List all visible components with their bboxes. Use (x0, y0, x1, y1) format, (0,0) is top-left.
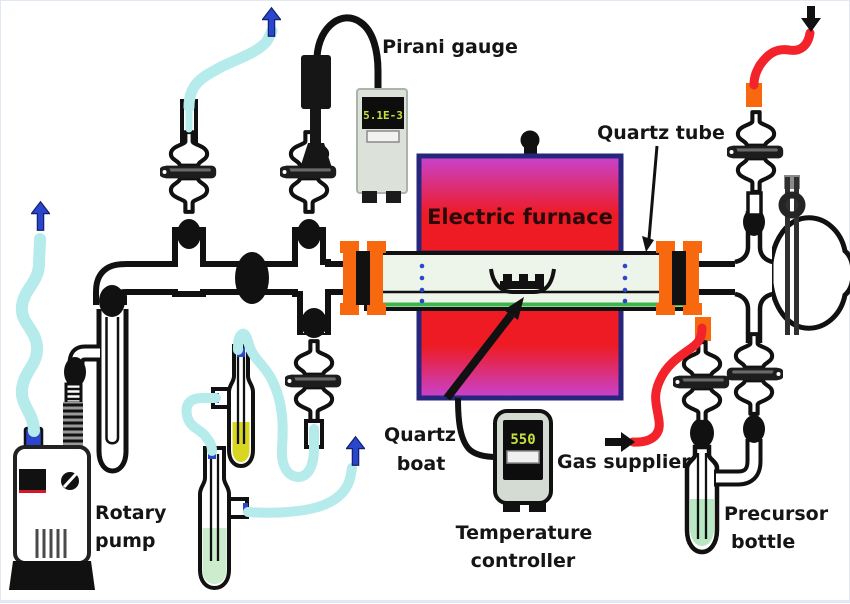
quartz-tube (364, 251, 693, 311)
pirani-gauge: 5.1E-3 (356, 88, 408, 203)
label-temperature-controller: Temperature (456, 522, 593, 544)
stopcock-valve-5 (727, 334, 785, 414)
label-gas-supplier: Gas supplier (557, 451, 691, 473)
label-rotary-pump: Rotary (95, 502, 167, 524)
bubbler-bottle-yellow (211, 344, 255, 469)
sensor-cable (313, 14, 382, 93)
label-precursor-bottle: Precursor (724, 503, 829, 525)
bellows-hose (63, 402, 83, 447)
pump-vents (35, 529, 67, 558)
stopcock-valve-2 (279, 132, 337, 212)
gas-line-connector (746, 83, 762, 107)
temperature-readout: 550 (510, 432, 535, 448)
main-isolation-valve (235, 252, 269, 304)
gas-inlet-line (749, 28, 815, 90)
ball-joint (64, 357, 86, 387)
gas-feed-arrow-right-icon (605, 432, 635, 452)
gas-inlet-arrow-down-icon (801, 6, 821, 32)
end-chamber-bulb (734, 175, 850, 345)
vent-arrow-up-icon (31, 201, 50, 231)
electric-furnace: Electric furnace (416, 130, 624, 401)
label-quartz-tube: Quartz tube (597, 122, 725, 144)
label-temperature-controller: controller (471, 550, 576, 572)
label-pirani-gauge: Pirani gauge (382, 36, 518, 58)
vent-arrow-up-icon (262, 7, 281, 37)
quartz-boat (489, 268, 556, 294)
clamp-rod-icon (778, 175, 806, 335)
ball-joints (99, 208, 765, 448)
bubbler-bottle-green (198, 446, 249, 591)
label-quartz-boat: Quartz (384, 424, 456, 446)
yellow-to-green-bottle-hose (181, 393, 221, 456)
temperature-controller: 550 (493, 409, 553, 512)
pirani-pressure-readout: 5.1E-3 (363, 109, 403, 122)
vent-arrow-up-icon (346, 436, 365, 466)
pump-vent-hose (15, 233, 46, 437)
pirani-sensor (300, 55, 332, 168)
label-precursor-bottle: bottle (731, 531, 795, 553)
stopcock-valve-4 (726, 83, 784, 217)
valve3-to-yellow-bottle-hose (233, 328, 319, 483)
precursor-bottle (684, 444, 720, 555)
quartz-tube-end-dots (419, 263, 628, 304)
gas-lines (628, 28, 815, 447)
quartz-tube-pointer (642, 145, 659, 252)
cold-trap (96, 309, 129, 474)
label-rotary-pump: pump (95, 530, 156, 552)
valve1-vent-hose (183, 25, 278, 113)
hose-clamp (64, 382, 83, 405)
label-electric-furnace: Electric furnace (427, 205, 613, 229)
flexible-hoses (15, 25, 357, 518)
green-bottle-vent-hose (243, 463, 357, 518)
controller-cable (455, 397, 498, 460)
rotary-pump (9, 426, 95, 590)
label-quartz-boat: boat (397, 453, 446, 475)
gas-supplier-line (628, 323, 707, 447)
quartz-boat-pointer (443, 297, 524, 401)
precursor-side-arm-pipe (714, 439, 763, 487)
power-icon (61, 472, 79, 490)
vacuum-flange-right (656, 241, 702, 315)
vacuum-flange-left (340, 241, 386, 315)
